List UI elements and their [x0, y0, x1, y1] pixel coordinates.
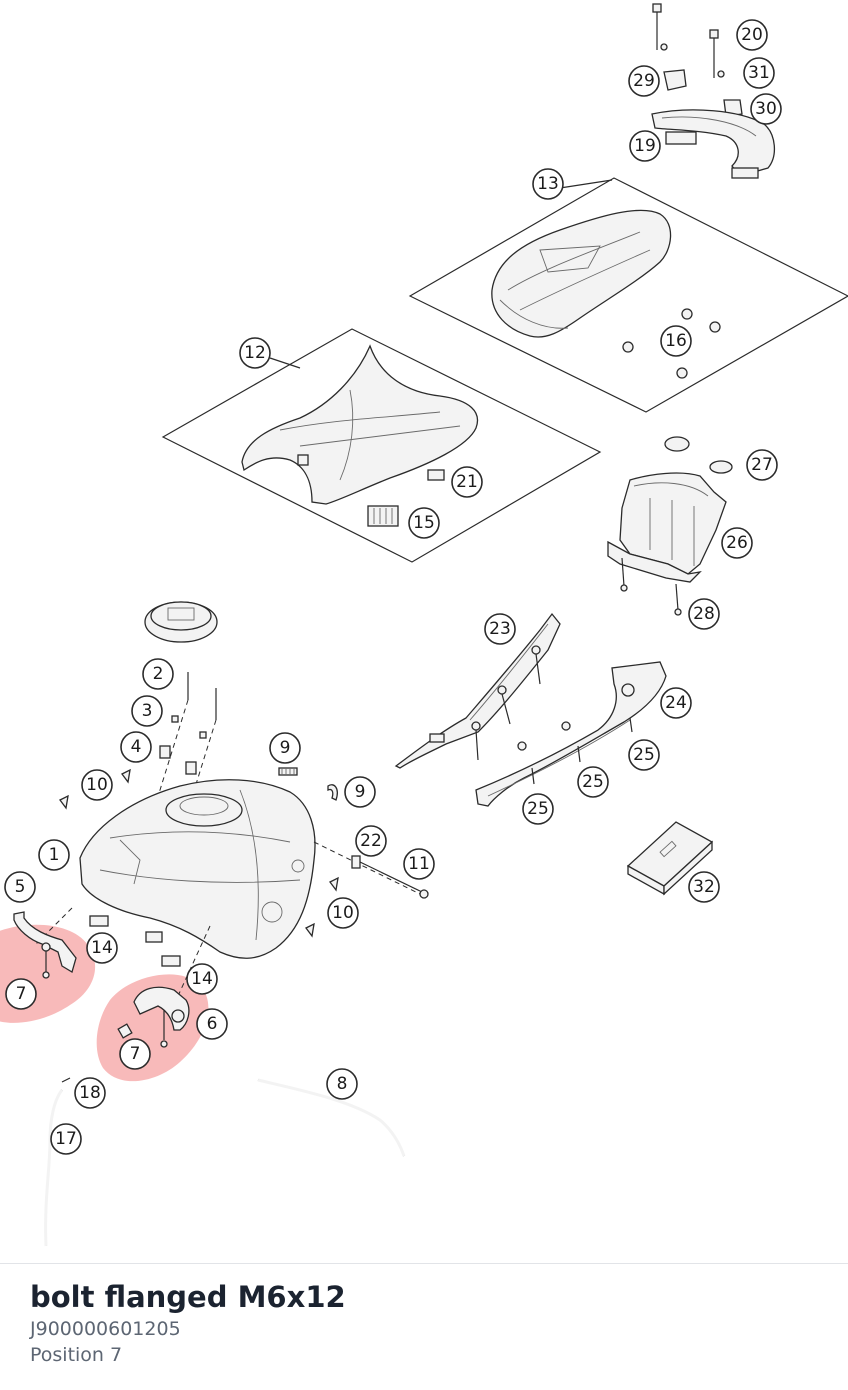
edge-protector-group: [257, 1078, 406, 1157]
svg-text:24: 24: [665, 693, 687, 713]
callout-18[interactable]: 18: [74, 1077, 106, 1109]
rear-frame-group: [394, 612, 667, 807]
svg-text:9: 9: [355, 782, 366, 802]
svg-text:26: 26: [726, 533, 748, 553]
svg-text:27: 27: [751, 455, 773, 475]
svg-text:30: 30: [755, 99, 777, 119]
callout-30[interactable]: 30: [750, 93, 782, 125]
callout-32[interactable]: 32: [688, 871, 720, 903]
svg-text:5: 5: [15, 877, 26, 897]
part-number: J900000601205: [30, 1318, 181, 1340]
svg-text:2: 2: [153, 664, 164, 684]
callout-15[interactable]: 15: [408, 507, 440, 539]
callout-14-right[interactable]: 14: [186, 963, 218, 995]
callout-2[interactable]: 2: [142, 658, 174, 690]
rider-seat-group: [161, 328, 602, 563]
callout-25-a[interactable]: 25: [628, 739, 660, 771]
callout-13[interactable]: 13: [532, 168, 564, 200]
callout-20[interactable]: 20: [736, 19, 768, 51]
svg-text:17: 17: [55, 1129, 77, 1149]
svg-text:14: 14: [191, 969, 213, 989]
callout-24[interactable]: 24: [660, 687, 692, 719]
rear-seat-group: [408, 177, 848, 413]
callout-12[interactable]: 12: [239, 337, 271, 369]
info-divider: [0, 1263, 848, 1264]
svg-text:10: 10: [86, 775, 108, 795]
callout-23[interactable]: 23: [484, 613, 516, 645]
callout-4[interactable]: 4: [120, 731, 152, 763]
hose-group: [44, 1077, 71, 1247]
part-info-panel: bolt flanged M6x12 J900000601205 Positio…: [30, 1278, 830, 1368]
callout-10-bottom[interactable]: 10: [327, 897, 359, 929]
exploded-parts-diagram: 20 29 31 30 19 13 16 12 21 15 27 26 28 2…: [0, 3, 848, 1247]
callout-9-top[interactable]: 9: [269, 732, 301, 764]
svg-text:7: 7: [16, 984, 27, 1004]
svg-text:25: 25: [633, 745, 655, 765]
callout-7-right[interactable]: 7: [119, 1038, 151, 1070]
svg-text:23: 23: [489, 619, 511, 639]
callout-7-left[interactable]: 7: [5, 978, 37, 1010]
svg-text:1: 1: [49, 845, 60, 865]
svg-text:29: 29: [633, 71, 655, 91]
svg-text:14: 14: [91, 938, 113, 958]
callout-5[interactable]: 5: [4, 871, 36, 903]
part-position: Position 7: [30, 1344, 123, 1366]
svg-text:9: 9: [280, 738, 291, 758]
svg-text:31: 31: [748, 63, 770, 83]
svg-text:11: 11: [408, 854, 430, 874]
svg-text:25: 25: [582, 772, 604, 792]
callout-31[interactable]: 31: [743, 57, 775, 89]
svg-text:16: 16: [665, 331, 687, 351]
callout-25-b[interactable]: 25: [577, 766, 609, 798]
svg-text:7: 7: [130, 1044, 141, 1064]
svg-text:25: 25: [527, 799, 549, 819]
svg-text:8: 8: [337, 1074, 348, 1094]
part-name: bolt flanged M6x12: [30, 1280, 346, 1314]
callout-6[interactable]: 6: [196, 1008, 228, 1040]
callout-28[interactable]: 28: [688, 598, 720, 630]
bracket-right-group: [117, 986, 190, 1048]
callout-9-bottom[interactable]: 9: [344, 776, 376, 808]
callout-26[interactable]: 26: [721, 527, 753, 559]
callout-11[interactable]: 11: [403, 848, 435, 880]
callout-29[interactable]: 29: [628, 65, 660, 97]
clips-group: [59, 767, 339, 938]
svg-text:18: 18: [79, 1083, 101, 1103]
callout-3[interactable]: 3: [131, 695, 163, 727]
callout-8[interactable]: 8: [326, 1068, 358, 1100]
callout-10-top[interactable]: 10: [81, 769, 113, 801]
svg-text:21: 21: [456, 472, 478, 492]
document-case-group: [626, 821, 714, 896]
svg-text:32: 32: [693, 877, 715, 897]
svg-text:28: 28: [693, 604, 715, 624]
callout-22[interactable]: 22: [355, 825, 387, 857]
svg-text:13: 13: [537, 174, 559, 194]
bracket-left-group: [13, 911, 77, 979]
svg-text:20: 20: [741, 25, 763, 45]
svg-text:22: 22: [360, 831, 382, 851]
grab-handle-group: [651, 3, 775, 179]
svg-text:12: 12: [244, 343, 266, 363]
callout-1[interactable]: 1: [38, 839, 70, 871]
svg-text:15: 15: [413, 513, 435, 533]
callout-14-left[interactable]: 14: [86, 932, 118, 964]
callout-25-c[interactable]: 25: [522, 793, 554, 825]
callout-19[interactable]: 19: [629, 130, 661, 162]
storage-bag-group: [607, 436, 733, 616]
svg-text:4: 4: [131, 737, 142, 757]
callout-17[interactable]: 17: [50, 1123, 82, 1155]
svg-text:10: 10: [332, 903, 354, 923]
bolt-11-group: [351, 855, 429, 899]
svg-text:6: 6: [207, 1014, 218, 1034]
callout-21[interactable]: 21: [451, 466, 483, 498]
svg-text:3: 3: [142, 701, 153, 721]
svg-text:19: 19: [634, 136, 656, 156]
fuel-tank-group: [33, 779, 421, 997]
callout-16[interactable]: 16: [660, 325, 692, 357]
callout-27[interactable]: 27: [746, 449, 778, 481]
